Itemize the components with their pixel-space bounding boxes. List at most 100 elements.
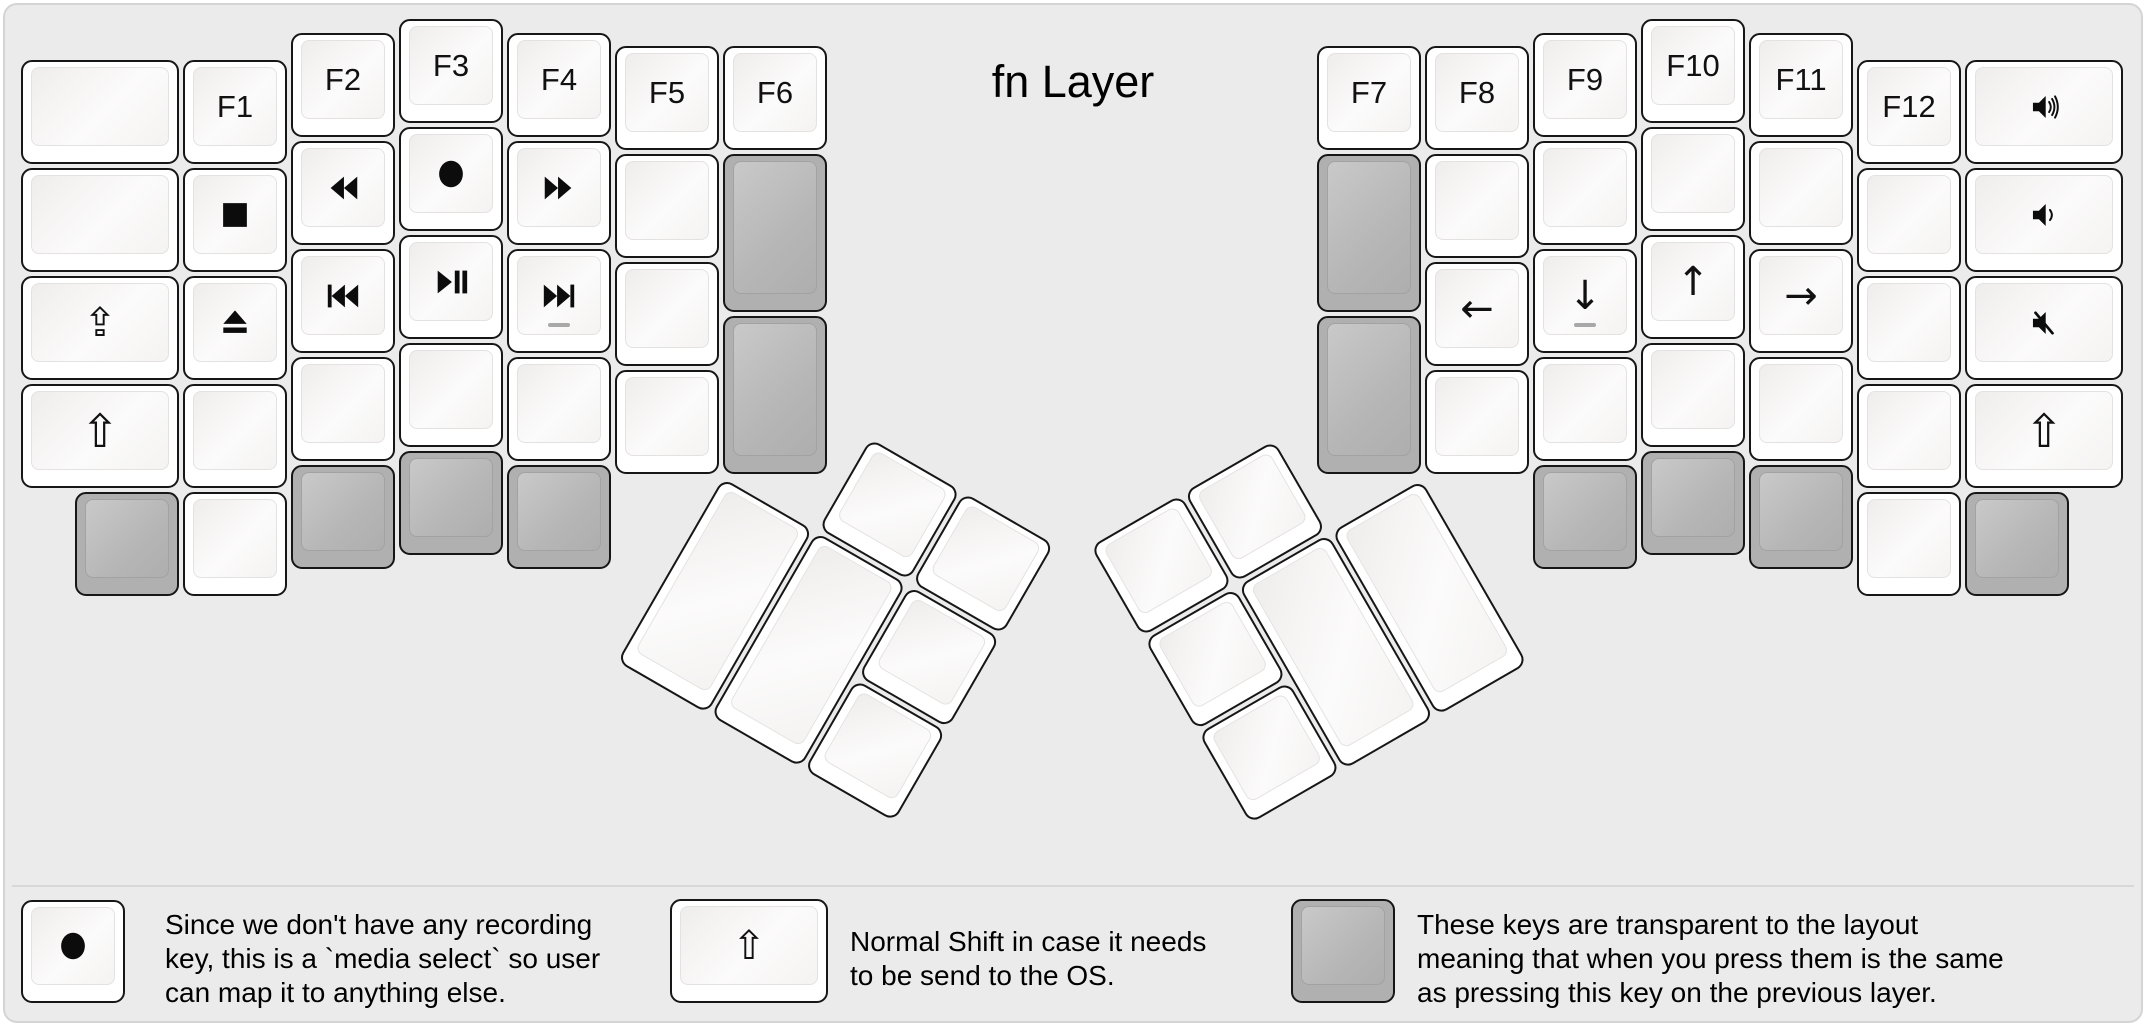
key-transparent[interactable]	[291, 465, 395, 569]
key-arrow-right[interactable]: →	[1749, 249, 1853, 353]
key-blank[interactable]	[1425, 370, 1529, 474]
keycap-top: →	[1759, 256, 1843, 335]
key-blank[interactable]	[1533, 357, 1637, 461]
key-f5[interactable]: F5	[615, 46, 719, 150]
key-blank[interactable]	[1857, 168, 1961, 272]
key-blank[interactable]	[1425, 154, 1529, 258]
key-f10[interactable]: F10	[1641, 19, 1745, 123]
key-transparent[interactable]	[1965, 492, 2069, 596]
homing-bar	[548, 323, 570, 327]
key-transparent[interactable]	[723, 316, 827, 474]
key-transparent[interactable]	[1749, 465, 1853, 569]
key-blank[interactable]	[21, 168, 179, 272]
key-transparent[interactable]	[723, 154, 827, 312]
key-caps-lock[interactable]: ⇪	[21, 276, 179, 380]
play-pause-icon	[437, 270, 468, 293]
key-blank[interactable]	[1749, 141, 1853, 245]
key-blank[interactable]	[1857, 276, 1961, 380]
keycap-top	[193, 391, 277, 470]
key-glyph: ↓	[1568, 272, 1602, 319]
key-arrow-down[interactable]: ↓	[1533, 249, 1637, 353]
page-title: fn Layer	[991, 56, 1155, 107]
record-icon	[439, 160, 463, 187]
key-shift-right[interactable]: ⇧	[1965, 384, 2123, 488]
key-label: F4	[540, 61, 578, 97]
key-blank[interactable]	[1641, 343, 1745, 447]
key-volume-down[interactable]	[1965, 168, 2123, 272]
key-transparent[interactable]	[75, 492, 179, 596]
keycap-top	[733, 323, 817, 456]
key-blank[interactable]	[615, 262, 719, 366]
key-transparent[interactable]	[1533, 465, 1637, 569]
key-blank[interactable]	[183, 492, 287, 596]
key-glyph: →	[1784, 272, 1818, 319]
keycap-top	[409, 242, 493, 321]
keycap-top: F10	[1651, 26, 1735, 105]
key-blank[interactable]	[615, 370, 719, 474]
keycap-top	[1543, 148, 1627, 227]
key-blank[interactable]	[399, 343, 503, 447]
key-volume-up[interactable]	[1965, 60, 2123, 164]
key-blank[interactable]	[183, 384, 287, 488]
volume-up-icon	[2032, 94, 2059, 119]
key-f9[interactable]: F9	[1533, 33, 1637, 137]
key-fast-forward[interactable]	[507, 141, 611, 245]
fast-forward-icon	[544, 176, 572, 199]
key-record[interactable]	[399, 127, 503, 231]
key-f3[interactable]: F3	[399, 19, 503, 123]
key-rewind[interactable]	[291, 141, 395, 245]
key-transparent[interactable]	[399, 451, 503, 555]
key-transparent[interactable]	[1641, 451, 1745, 555]
key-f2[interactable]: F2	[291, 33, 395, 137]
keycap-top	[625, 161, 709, 240]
keycap-top	[1651, 134, 1735, 213]
key-eject[interactable]	[183, 276, 287, 380]
key-label: F1	[216, 88, 254, 124]
key-blank[interactable]	[1857, 492, 1961, 596]
key-blank[interactable]	[615, 154, 719, 258]
key-mute[interactable]	[1965, 276, 2123, 380]
key-blank[interactable]	[1749, 357, 1853, 461]
keycap-top: F7	[1327, 53, 1411, 132]
key-f12[interactable]: F12	[1857, 60, 1961, 164]
key-blank[interactable]	[507, 357, 611, 461]
key-prev-track[interactable]	[291, 249, 395, 353]
key-f8[interactable]: F8	[1425, 46, 1529, 150]
keycap-top	[517, 148, 601, 227]
key-label: F3	[432, 47, 470, 83]
key-next-track[interactable]	[507, 249, 611, 353]
key-f4[interactable]: F4	[507, 33, 611, 137]
key-blank[interactable]	[21, 60, 179, 164]
key-blank[interactable]	[1857, 384, 1961, 488]
key-f6[interactable]: F6	[723, 46, 827, 150]
eject-icon	[223, 309, 247, 333]
keycap-top	[1543, 364, 1627, 443]
key-arrow-up[interactable]: ↑	[1641, 235, 1745, 339]
legend-divider	[12, 885, 2134, 887]
keycap-top	[1867, 391, 1951, 470]
keycap-top: ⇧	[1975, 391, 2113, 470]
legend-item-transparent-key	[1291, 899, 1395, 1003]
key-blank[interactable]	[1641, 127, 1745, 231]
keycap-top	[409, 350, 493, 429]
key-play-pause[interactable]	[399, 235, 503, 339]
key-transparent[interactable]	[1317, 316, 1421, 474]
key-glyph: ⇪	[83, 299, 117, 346]
keycap-top: F5	[625, 53, 709, 132]
key-f7[interactable]: F7	[1317, 46, 1421, 150]
key-arrow-left[interactable]: ←	[1425, 262, 1529, 366]
keycap-top	[193, 175, 277, 254]
key-transparent[interactable]	[507, 465, 611, 569]
key-transparent[interactable]	[1317, 154, 1421, 312]
key-f1[interactable]: F1	[183, 60, 287, 164]
keycap-top	[1327, 161, 1411, 294]
key-blank[interactable]	[1533, 141, 1637, 245]
key-blank[interactable]	[291, 357, 395, 461]
keycap-top: ⇧	[31, 391, 169, 470]
key-label: F2	[324, 61, 362, 97]
keycap-top	[85, 499, 169, 578]
key-stop[interactable]	[183, 168, 287, 272]
key-f11[interactable]: F11	[1749, 33, 1853, 137]
keycap-top	[1543, 472, 1627, 551]
key-shift-left[interactable]: ⇧	[21, 384, 179, 488]
